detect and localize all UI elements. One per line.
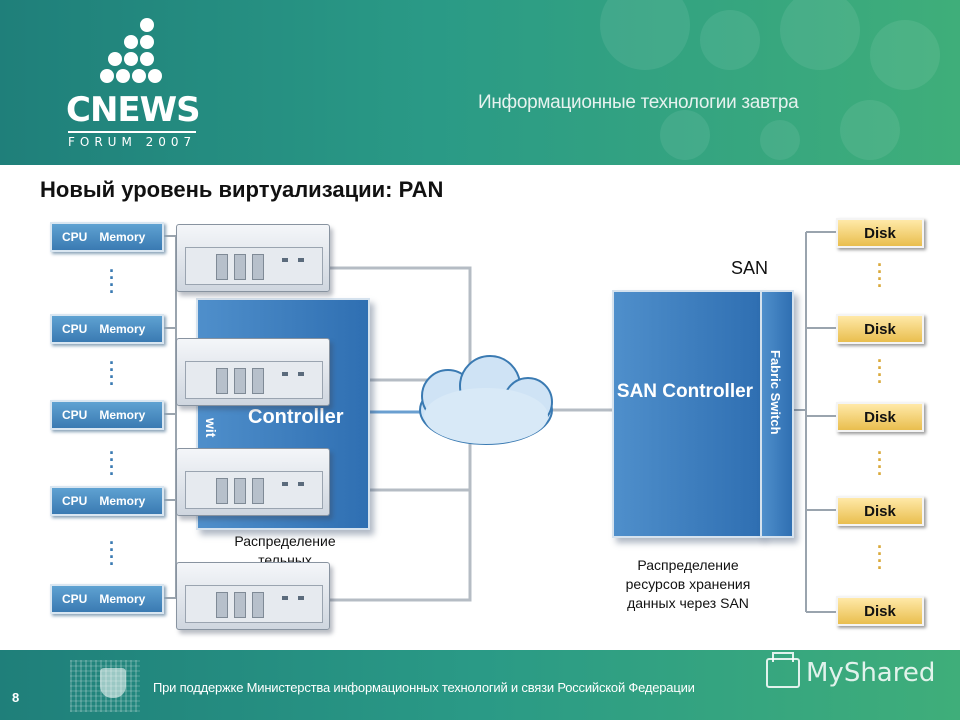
memory-label: Memory <box>99 230 146 244</box>
server-icon <box>176 448 330 516</box>
pan-san-diagram: CPU Memory ···· CPU Memory ···· CPU Memo… <box>0 210 960 650</box>
switch-label: wit <box>203 418 219 438</box>
page-number: 8 <box>12 690 20 705</box>
ellipsis-icon: ···· <box>877 255 883 296</box>
san-label: SAN <box>731 258 769 278</box>
watermark-icon <box>766 652 800 688</box>
cpu-label: CPU <box>62 230 88 244</box>
memory-label: Memory <box>99 322 146 336</box>
fabric-switch-box <box>760 290 794 538</box>
compute-node: CPU Memory <box>50 314 164 344</box>
cpu-label: CPU <box>62 494 88 508</box>
disk: Disk <box>836 402 924 432</box>
disk: Disk <box>836 596 924 626</box>
watermark: MyShared <box>766 652 936 688</box>
logo-mark <box>100 18 162 88</box>
controller-label: Controller <box>248 406 344 428</box>
disk: Disk <box>836 496 924 526</box>
memory-label: Memory <box>99 494 146 508</box>
compute-node: CPU Memory <box>50 584 164 614</box>
disk: Disk <box>836 218 924 248</box>
compute-node: CPU Memory <box>50 222 164 252</box>
logo-wordmark: CNEWS <box>66 90 201 130</box>
ellipsis-icon: ···· <box>877 443 883 484</box>
emblem-icon <box>100 668 126 698</box>
memory-label: Memory <box>99 592 146 606</box>
ellipsis-icon: ···· <box>877 537 883 578</box>
ellipsis-icon: ···· <box>109 353 115 394</box>
fabric-switch-label: Fabric Switch <box>768 350 783 435</box>
cpu-label: CPU <box>62 592 88 606</box>
server-icon <box>176 224 330 292</box>
server-icon <box>176 562 330 630</box>
tagline: Информационные технологии завтра <box>478 92 799 113</box>
header-banner: CNEWS FORUM 2007 Информационные технолог… <box>0 0 960 165</box>
watermark-text: MyShared <box>806 658 936 688</box>
connection-lines <box>164 231 836 613</box>
san-controller-box <box>612 290 762 538</box>
network-cloud-icon <box>419 355 553 445</box>
logo-subtitle: FORUM 2007 <box>68 131 197 149</box>
footer-sponsor-text: При поддержке Министерства информационны… <box>153 680 695 695</box>
ellipsis-icon: ···· <box>109 443 115 484</box>
compute-node: CPU Memory <box>50 486 164 516</box>
cpu-label: CPU <box>62 322 88 336</box>
san-controller-label: SAN Controller <box>616 381 754 402</box>
memory-label: Memory <box>99 408 146 422</box>
server-icon <box>176 338 330 406</box>
ellipsis-icon: ···· <box>109 261 115 302</box>
slide-title: Новый уровень виртуализации: PAN <box>40 177 444 202</box>
cpu-label: CPU <box>62 408 88 422</box>
disk: Disk <box>836 314 924 344</box>
ellipsis-icon: ···· <box>877 351 883 392</box>
footer-banner: 8 При поддержке Министерства информацион… <box>0 650 960 720</box>
compute-node: CPU Memory <box>50 400 164 430</box>
san-caption: Распределение ресурсов хранения данных ч… <box>625 557 751 611</box>
ellipsis-icon: ···· <box>109 533 115 574</box>
